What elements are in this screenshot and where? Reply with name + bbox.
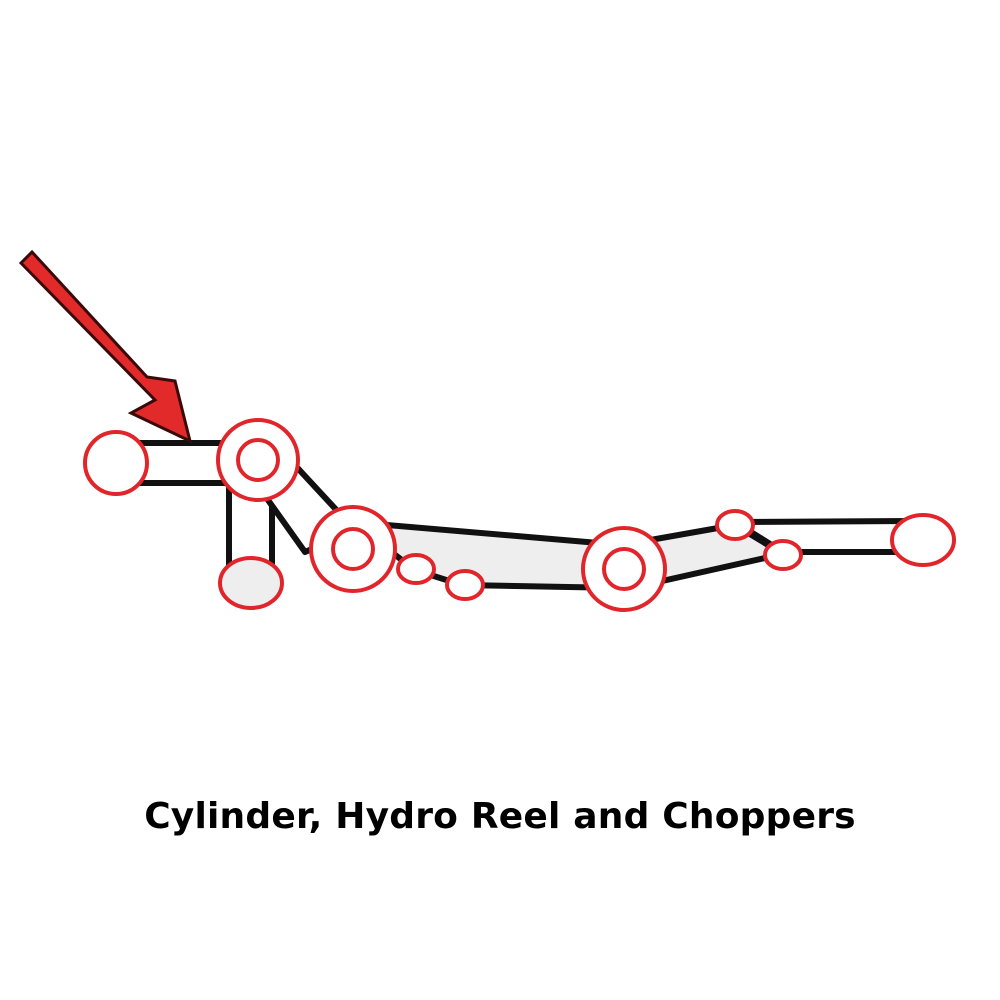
joint-small-a [396, 553, 436, 585]
diagram-caption: Cylinder, Hydro Reel and Choppers [144, 796, 856, 837]
joint-left-end [83, 430, 149, 496]
red-arrow-icon [18, 249, 193, 444]
joint-small-b [445, 569, 485, 601]
joint-bottom-left [218, 556, 284, 610]
joint-center-pivot-inner [331, 527, 375, 571]
joint-right-pivot-inner [602, 547, 646, 591]
joint-right-end [890, 513, 956, 567]
joint-upper-right-small [715, 509, 755, 541]
joint-top-pivot-inner [236, 438, 280, 482]
arrow-shape [18, 249, 193, 444]
joints [83, 418, 956, 612]
joint-lower-right-small [763, 539, 803, 571]
